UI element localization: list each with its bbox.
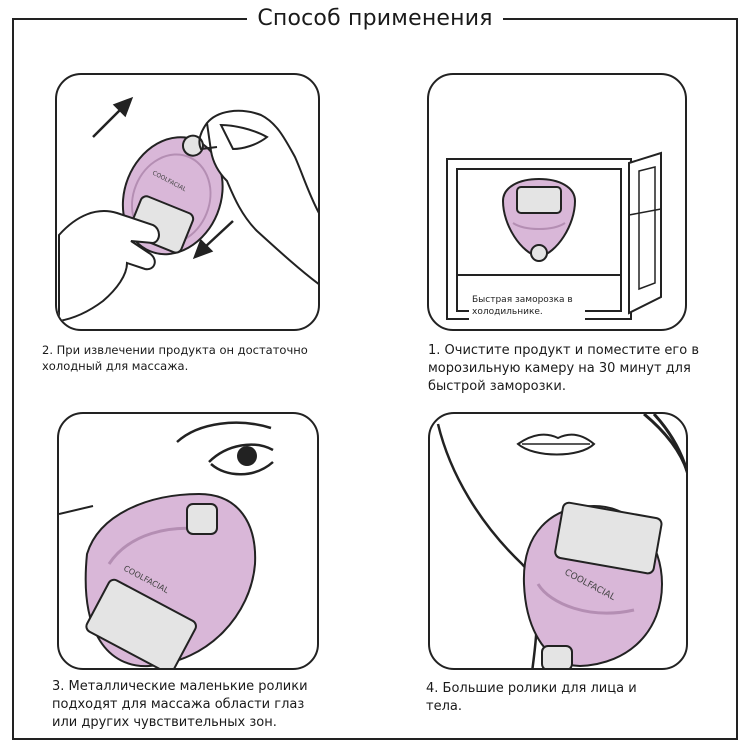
step-2-illustration: COOLFACIAL (55, 73, 320, 331)
hand-left (58, 210, 160, 323)
device-image (501, 177, 577, 262)
frame-right-line (736, 18, 738, 740)
pupil (237, 446, 257, 466)
device-image (522, 501, 664, 668)
page-title-text: Способ применения (247, 6, 503, 31)
arrow-up-right-icon (92, 96, 134, 138)
step-3-drawing: COOLFACIAL (59, 421, 274, 668)
hand-right (205, 109, 318, 285)
freezer-door (628, 151, 662, 315)
eye-icon (176, 421, 274, 476)
frame-left-line (12, 18, 14, 740)
step-2-drawing: COOLFACIAL (58, 96, 318, 323)
step-1-illustration: Быстрая заморозка в холодильнике. (427, 73, 687, 331)
frame-top-right-line (498, 18, 738, 20)
frame-bottom-line (12, 738, 738, 740)
page-title: Способ применения (0, 6, 750, 31)
step-4-drawing: COOLFACIAL (436, 414, 686, 668)
step-4-illustration: COOLFACIAL (428, 412, 688, 670)
step-1-caption: 1. Очистите продукт и поместите его в мо… (428, 343, 700, 394)
step-4-caption: 4. Большие ролики для лица и тела. (426, 681, 637, 714)
freezer-label: Быстрая заморозка в холодильнике. (469, 292, 585, 320)
step-3-caption: 3. Металлические маленькие ролики подход… (52, 679, 308, 730)
step-2-caption: 2. При извлечении продукта он достаточно… (42, 343, 308, 373)
frame-top-left-line (12, 18, 262, 20)
step-3-illustration: COOLFACIAL (57, 412, 319, 670)
device-image (84, 492, 257, 668)
face-outline (436, 423, 539, 668)
arrow-down-left-icon (192, 220, 234, 260)
